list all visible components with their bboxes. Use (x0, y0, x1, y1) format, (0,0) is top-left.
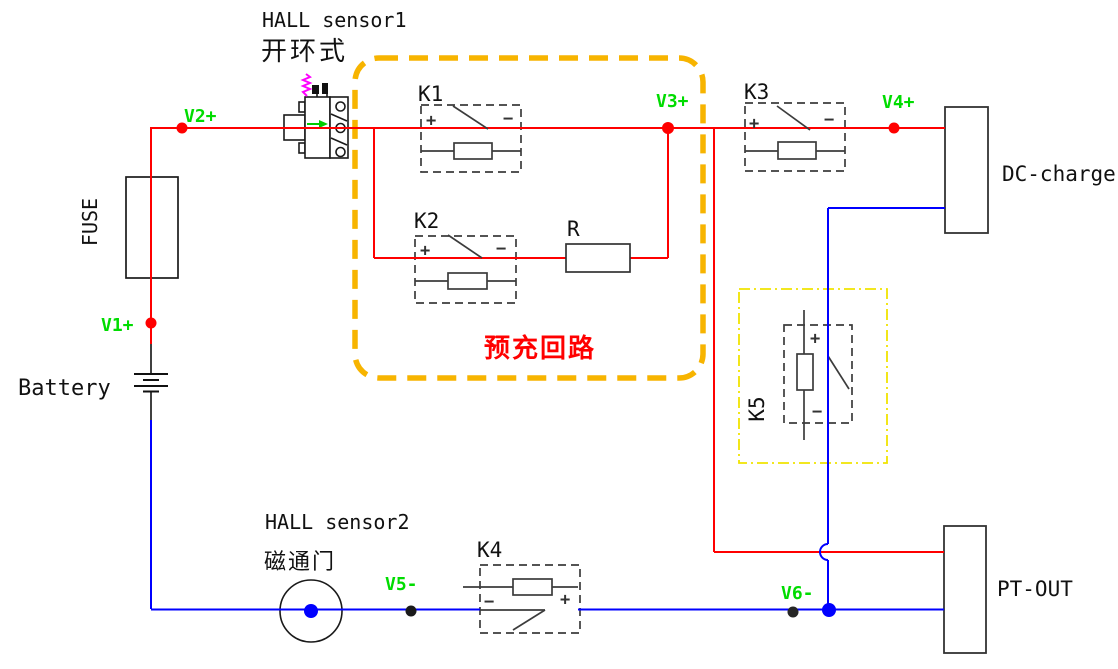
resistor-body (565, 243, 631, 273)
k1-dashed-box (420, 104, 522, 173)
negative-wires (150, 207, 945, 611)
v3-dot (662, 122, 674, 134)
k4-label: K4 (477, 538, 502, 562)
wire-neg-hop (819, 543, 829, 561)
v2-dot (176, 122, 188, 134)
contactor-k4 (463, 564, 581, 634)
hall1-connector-mark2 (322, 83, 328, 94)
contactor-k1 (420, 104, 522, 173)
battery-label: Battery (18, 376, 111, 401)
k4-dashed-box (479, 564, 581, 634)
k1-switch-arm (452, 105, 489, 130)
k4-switch-arm (512, 609, 546, 631)
k3-dashed-box (744, 102, 846, 172)
hall1-connector-mark1 (312, 85, 319, 94)
k5-coil (796, 353, 814, 391)
k2-coil (447, 272, 488, 290)
k2-minus: − (496, 239, 506, 259)
hall1-terminal3 (335, 146, 346, 158)
k4-minus: − (484, 592, 494, 612)
hall1-terminal1 (335, 101, 346, 112)
k1-minus: − (503, 109, 513, 129)
contactor-k3 (744, 102, 846, 172)
v6-dot (787, 606, 799, 618)
pt-out-label: PT-OUT (997, 577, 1073, 601)
k2-switch-arm (447, 234, 483, 259)
k3-switch-arm (776, 105, 811, 131)
k5-plus: + (810, 329, 820, 349)
battery-icon (134, 343, 168, 420)
k4-coil (512, 578, 553, 596)
hall1-subtitle: 开环式 (261, 37, 348, 67)
hall-sensor1-icon (283, 73, 349, 159)
k1-coil (453, 142, 493, 160)
hall2-center-dot (304, 604, 318, 618)
k5-highlight-box (738, 288, 888, 464)
k1-plus: + (426, 111, 436, 131)
neg-junction-dot (822, 603, 836, 617)
k5-minus: − (812, 402, 822, 422)
hall1-hatch2 (330, 137, 348, 146)
switch-arms (447, 105, 811, 259)
k1-label: K1 (418, 82, 443, 106)
hall1-arrow-head (319, 120, 328, 128)
k3-minus: − (824, 110, 834, 130)
dc-charge-label: DC-charge (1002, 162, 1116, 186)
v5-dot (405, 605, 417, 617)
k3-coil (777, 141, 817, 160)
k3-label: K3 (744, 80, 769, 104)
hall1-tab-top (298, 101, 306, 113)
v2-label: V2+ (184, 106, 217, 127)
fuse-label: FUSE (78, 198, 102, 246)
hall1-hatch1 (330, 113, 348, 122)
k4-plus: + (560, 590, 570, 610)
test-point-dots (145, 122, 900, 618)
v5-label: V5- (385, 574, 418, 595)
k2-plus: + (420, 241, 430, 261)
v4-dot (888, 122, 900, 134)
k2-label: K2 (414, 209, 439, 233)
v6-label: V6- (781, 583, 814, 604)
positive-wires (150, 127, 945, 553)
precharge-loop-box (352, 55, 706, 381)
k3-plus: + (749, 114, 759, 134)
k5-label: K5 (745, 396, 769, 421)
v3-label: V3+ (656, 91, 689, 112)
hall2-subtitle: 磁通门 (264, 550, 336, 575)
hall1-tab-bottom (298, 142, 306, 154)
precharge-label: 预充回路 (484, 333, 596, 364)
hall1-coil-mark (300, 73, 313, 97)
dc-charge-box (944, 106, 989, 234)
k5-dashed-box (783, 324, 853, 424)
v4-label: V4+ (882, 92, 915, 113)
k2-dashed-box (414, 235, 517, 304)
r-label: R (567, 217, 580, 241)
v1-label: V1+ (101, 315, 134, 336)
v1-dot (145, 317, 157, 329)
hall1-title: HALL sensor1 (262, 8, 407, 32)
contactor-k2 (414, 235, 517, 304)
pt-out-box (943, 525, 987, 654)
k5-switch-arm (827, 355, 850, 390)
hall2-title: HALL sensor2 (265, 510, 410, 534)
